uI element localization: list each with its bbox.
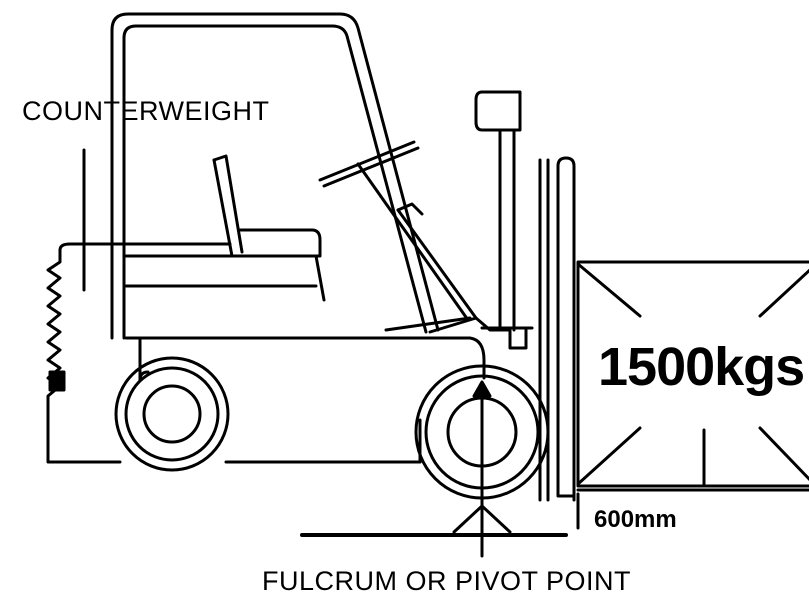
load-center-distance-label: 600mm [594, 506, 677, 533]
mast [474, 90, 576, 502]
counterweight-block [46, 148, 232, 464]
overhead-guard [110, 12, 440, 340]
steering [318, 140, 478, 322]
forks [572, 484, 809, 502]
seat [124, 154, 326, 302]
rear-wheel [114, 356, 230, 472]
fulcrum-line [452, 380, 512, 558]
load-weight-label: 1500kgs [598, 337, 805, 397]
load-box [576, 260, 809, 488]
fulcrum-label: FULCRUM OR PIVOT POINT [262, 566, 632, 596]
counterweight-label: COUNTERWEIGHT [22, 96, 270, 126]
